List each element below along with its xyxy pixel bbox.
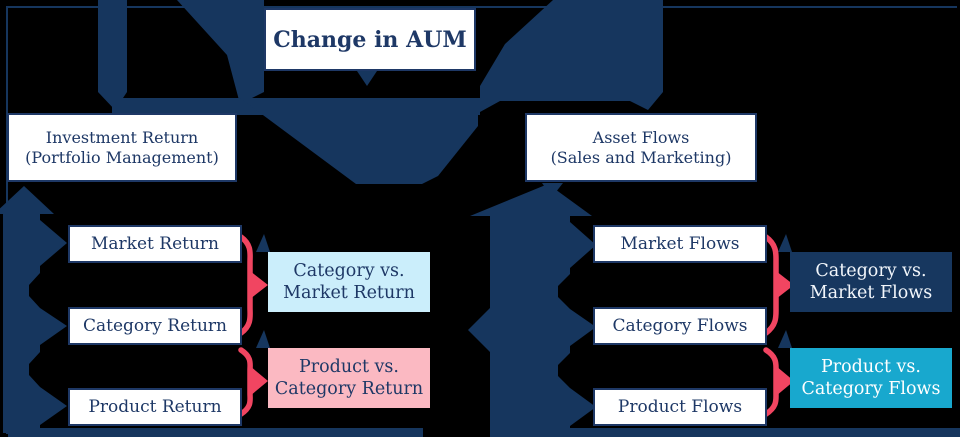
- category-vs-market-flows-line1: Category vs.: [815, 261, 927, 281]
- market-flows-label: Market Flows: [620, 233, 740, 254]
- merge-brace-left-1: [238, 234, 253, 336]
- product-vs-category-flows-box: Product vs. Category Flows: [790, 348, 952, 408]
- product-vs-category-return-line2: Category Return: [274, 379, 424, 399]
- category-return-box: Category Return: [68, 307, 242, 345]
- product-flows-box: Product Flows: [593, 388, 767, 426]
- merge-brace-right-2: [763, 347, 779, 417]
- category-vs-market-return-line1: Category vs.: [293, 261, 405, 281]
- product-vs-category-return-line1: Product vs.: [299, 357, 399, 377]
- category-vs-market-flows-line2: Market Flows: [809, 283, 933, 303]
- category-return-label: Category Return: [82, 315, 227, 336]
- product-vs-category-return-box: Product vs. Category Return: [268, 348, 430, 408]
- frame-top-line: [6, 6, 957, 8]
- category-vs-market-flows-box: Category vs. Market Flows: [790, 252, 952, 312]
- investment-return-line2: (Portfolio Management): [25, 147, 219, 167]
- merge-brace-left-2-tip: [250, 366, 268, 396]
- category-vs-market-return-line2: Market Return: [283, 283, 415, 303]
- market-return-box: Market Return: [68, 225, 242, 263]
- merge-brace-left-1-tip: [250, 271, 268, 299]
- product-return-label: Product Return: [88, 396, 222, 417]
- product-flows-label: Product Flows: [617, 396, 743, 417]
- down-arrow-left-column: [98, 0, 127, 110]
- up-arrow-right: [468, 184, 596, 433]
- wedge-right-2: [778, 330, 792, 348]
- title-connector-triangle: [357, 71, 377, 86]
- investment-return-box: Investment Return (Portfolio Management): [7, 113, 237, 182]
- merge-brace-right-1-tip: [776, 271, 794, 299]
- merge-brace-right-2-tip: [776, 366, 794, 396]
- diagonal-band-left: [177, 0, 264, 104]
- up-arrow-left: [0, 186, 67, 433]
- category-vs-market-return-box: Category vs. Market Return: [268, 252, 430, 312]
- wedge-left-2: [256, 330, 270, 348]
- merge-brace-right-1: [763, 234, 779, 336]
- investment-return-line1: Investment Return: [45, 127, 199, 147]
- market-return-label: Market Return: [91, 233, 219, 254]
- asset-flows-line2: (Sales and Marketing): [550, 147, 732, 167]
- change-in-aum-box: Change in AUM: [264, 8, 476, 71]
- product-vs-category-flows-line2: Category Flows: [801, 379, 941, 399]
- category-flows-label: Category Flows: [612, 315, 748, 336]
- product-vs-category-flows-line1: Product vs.: [821, 357, 921, 377]
- diagonal-mass-center: [240, 98, 478, 184]
- diagonal-mass-right: [480, 0, 663, 112]
- category-flows-box: Category Flows: [593, 307, 767, 345]
- bottom-strip-left: [8, 428, 423, 437]
- change-in-aum-label: Change in AUM: [273, 26, 467, 53]
- wedge-right-1: [778, 234, 792, 252]
- merge-brace-left-2: [238, 347, 253, 417]
- asset-flows-box: Asset Flows (Sales and Marketing): [525, 113, 757, 182]
- asset-flows-line1: Asset Flows: [592, 127, 690, 147]
- bottom-strip-right: [490, 428, 960, 437]
- wedge-left-1: [256, 234, 270, 252]
- market-flows-box: Market Flows: [593, 225, 767, 263]
- product-return-box: Product Return: [68, 388, 242, 426]
